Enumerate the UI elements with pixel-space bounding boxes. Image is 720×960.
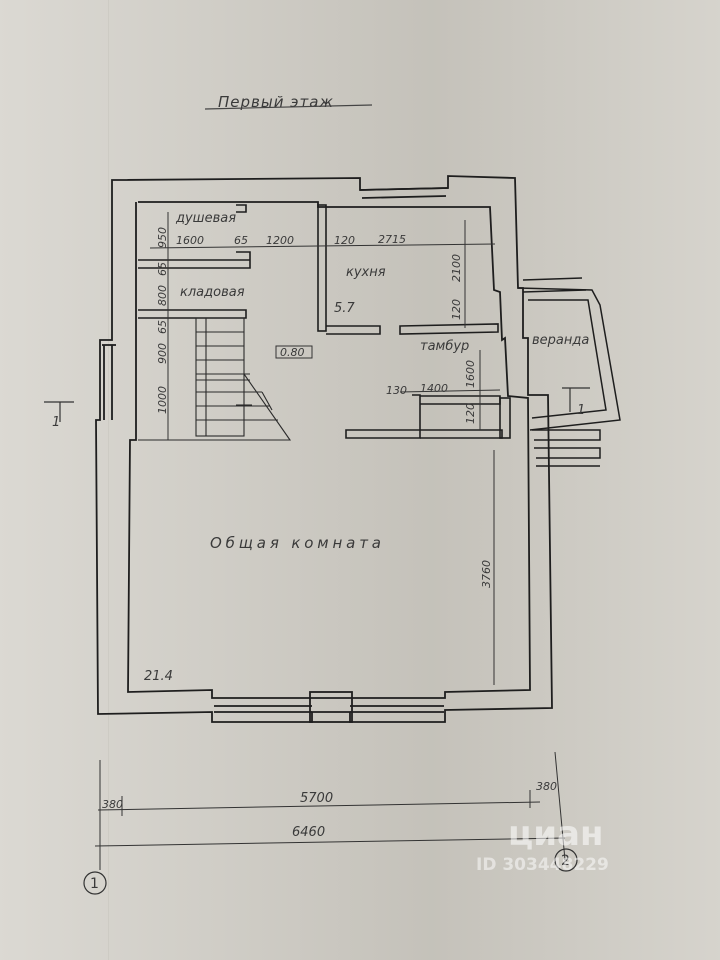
- axis-label-2: 2: [561, 853, 570, 869]
- dim-65-top: 65: [234, 234, 248, 247]
- watermark-brand: циан: [508, 814, 603, 854]
- outer-walls: [95, 175, 553, 723]
- title-underline: [204, 104, 373, 110]
- axis-marker-2: [554, 848, 578, 872]
- room-veranda: веранда: [532, 333, 589, 348]
- room-kitchen-area: 5.7: [334, 301, 355, 316]
- dim-1600-top: 1600: [176, 234, 204, 247]
- level-box: [275, 345, 313, 359]
- staircase: [138, 317, 292, 441]
- dim-1000: 1000: [156, 386, 169, 414]
- section-mark-right: 1: [577, 403, 585, 418]
- room-common-area: 21.4: [144, 669, 173, 684]
- dim-1200: 1200: [266, 234, 294, 247]
- dim-1400: 1400: [420, 382, 448, 395]
- dim-65-b: 65: [156, 320, 169, 334]
- room-pantry: кладовая: [180, 285, 245, 300]
- room-kitchen: кухня: [346, 265, 386, 280]
- dim-65-a: 65: [156, 262, 169, 276]
- dimension-lines: [94, 212, 566, 870]
- dim-120-vestibule: 120: [464, 403, 477, 424]
- dim-800: 800: [156, 285, 169, 306]
- dim-1600-vestibule: 1600: [464, 360, 477, 388]
- dim-380-right: 380: [536, 780, 557, 793]
- dim-2715: 2715: [378, 233, 406, 246]
- dim-380-left: 380: [102, 798, 123, 811]
- room-vestibule: тамбур: [420, 339, 469, 354]
- axis-marker-1: [83, 871, 107, 895]
- dim-6460: 6460: [292, 825, 325, 840]
- dim-130: 130: [386, 384, 407, 397]
- watermark-id: ID 303448229: [476, 855, 609, 875]
- stair-level-label: 0.80: [280, 346, 305, 359]
- section-marks: [44, 387, 590, 422]
- dim-900: 900: [156, 343, 169, 364]
- dim-3760: 3760: [480, 560, 493, 588]
- dim-120-kitchen: 120: [334, 234, 355, 247]
- axis-label-1: 1: [90, 876, 99, 892]
- section-mark-left: 1: [52, 415, 60, 430]
- dim-5700: 5700: [300, 791, 333, 806]
- interior-walls: [138, 204, 511, 439]
- room-shower: душевая: [175, 211, 236, 226]
- veranda: [517, 277, 621, 467]
- dim-950: 950: [156, 227, 169, 248]
- room-common: Общая комната: [210, 534, 382, 552]
- dim-2100: 2100: [450, 254, 463, 282]
- dim-120-kitchen-v: 120: [450, 299, 463, 320]
